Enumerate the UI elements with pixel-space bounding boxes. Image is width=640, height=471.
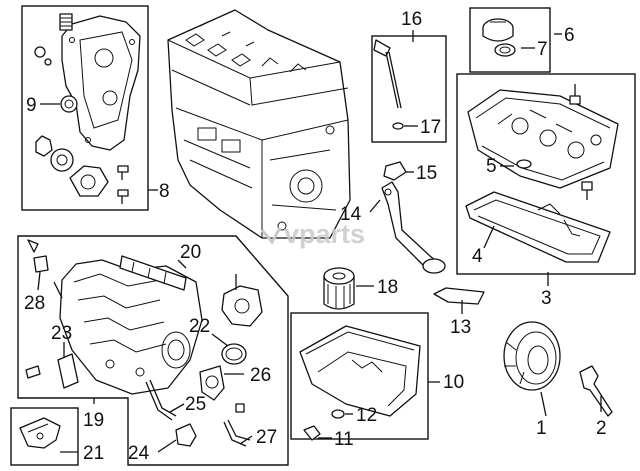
callout-11: 11 xyxy=(334,429,354,450)
engine-block-illustration xyxy=(167,9,351,239)
callout-18: 18 xyxy=(377,277,398,298)
callout-26: 26 xyxy=(250,365,271,386)
oil-filler-cap-group xyxy=(482,18,516,57)
frame-group-16 xyxy=(371,35,447,143)
frame-group-19 xyxy=(17,235,289,466)
callout-15: 15 xyxy=(416,163,437,184)
leader-lines xyxy=(37,30,602,453)
callout-10: 10 xyxy=(443,372,464,393)
callout-13: 13 xyxy=(450,317,471,338)
oil-pickup-tube xyxy=(381,181,446,274)
watermark-text: vparts xyxy=(284,219,365,249)
callout-20: 20 xyxy=(180,242,201,263)
callout-numbers: 1 2 3 4 5 6 7 8 9 10 11 12 13 14 15 16 1… xyxy=(24,9,607,464)
frame-group-21 xyxy=(10,407,79,466)
callout-21: 21 xyxy=(83,443,104,464)
callout-12: 12 xyxy=(356,405,377,426)
callout-25: 25 xyxy=(185,394,206,415)
callout-7: 7 xyxy=(537,39,548,60)
callout-1: 1 xyxy=(536,418,547,439)
callout-14: 14 xyxy=(340,204,362,225)
timing-cover-group xyxy=(34,13,141,204)
callout-23: 23 xyxy=(51,323,72,344)
frame-group-6 xyxy=(469,7,551,73)
intake-manifold-group xyxy=(25,239,263,447)
callout-8: 8 xyxy=(159,181,170,202)
callout-9: 9 xyxy=(26,95,37,116)
callout-17: 17 xyxy=(420,117,441,138)
bracket-group xyxy=(19,417,61,449)
frame-group-10 xyxy=(290,312,429,440)
callout-27: 27 xyxy=(256,427,277,448)
callout-3: 3 xyxy=(541,288,552,309)
callout-2: 2 xyxy=(596,418,607,439)
pulley-bolt xyxy=(579,365,613,417)
valve-cover-group xyxy=(465,84,619,263)
frame-group-3 xyxy=(456,73,636,275)
oil-pan-group xyxy=(299,325,421,441)
callout-6: 6 xyxy=(564,25,575,46)
callout-16: 16 xyxy=(401,9,422,30)
callout-5: 5 xyxy=(486,156,497,177)
callout-19: 19 xyxy=(83,410,104,431)
frame-group-8 xyxy=(21,5,149,211)
pickup-gasket xyxy=(383,161,407,181)
oil-pressure-sensor xyxy=(433,287,485,305)
callout-4: 4 xyxy=(472,246,483,267)
callout-28: 28 xyxy=(24,293,45,314)
callout-22: 22 xyxy=(189,316,210,337)
callout-24: 24 xyxy=(128,443,150,464)
dipstick-group xyxy=(373,39,404,130)
watermark: vparts xyxy=(260,219,365,249)
crankshaft-pulley xyxy=(503,321,561,391)
oil-filter xyxy=(323,267,355,310)
